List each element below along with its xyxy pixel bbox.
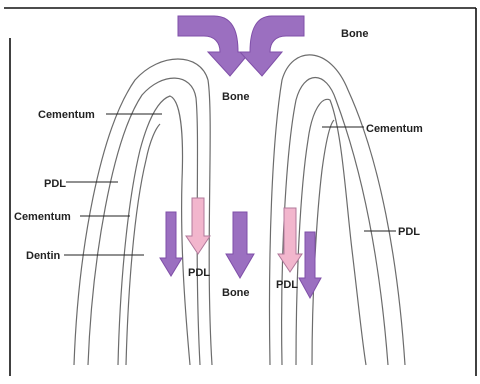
- arrow-dark-right: [299, 232, 321, 298]
- arrow-dark-left: [160, 212, 182, 276]
- leader-lines: [64, 114, 396, 255]
- left-tooth-pdl-line: [88, 78, 200, 365]
- label-cementum-left-upper: Cementum: [38, 109, 95, 121]
- left-tooth-dentin-inner: [126, 124, 160, 365]
- left-tooth-outer-outline: [74, 59, 212, 365]
- label-pdl-center-right: PDL: [276, 279, 298, 291]
- label-cementum-left-lower: Cementum: [14, 211, 71, 223]
- right-tooth-pdl-line: [282, 78, 388, 366]
- arrow-light-left: [186, 198, 210, 254]
- label-bone-top-right: Bone: [341, 28, 369, 40]
- curved-arrow-left: [178, 16, 250, 76]
- left-tooth: [74, 59, 212, 365]
- label-pdl-center-left: PDL: [188, 267, 210, 279]
- bone-arrows-top: [178, 16, 304, 76]
- label-pdl-left: PDL: [44, 178, 66, 190]
- curved-arrow-right: [240, 16, 304, 76]
- arrow-dark-center: [226, 212, 254, 278]
- left-tooth-cementum-outer: [118, 96, 190, 365]
- label-bone-center-bottom: Bone: [222, 287, 250, 299]
- label-pdl-right: PDL: [398, 226, 420, 238]
- label-cementum-right: Cementum: [366, 123, 423, 135]
- label-bone-center-top: Bone: [222, 91, 250, 103]
- label-dentin: Dentin: [26, 250, 61, 262]
